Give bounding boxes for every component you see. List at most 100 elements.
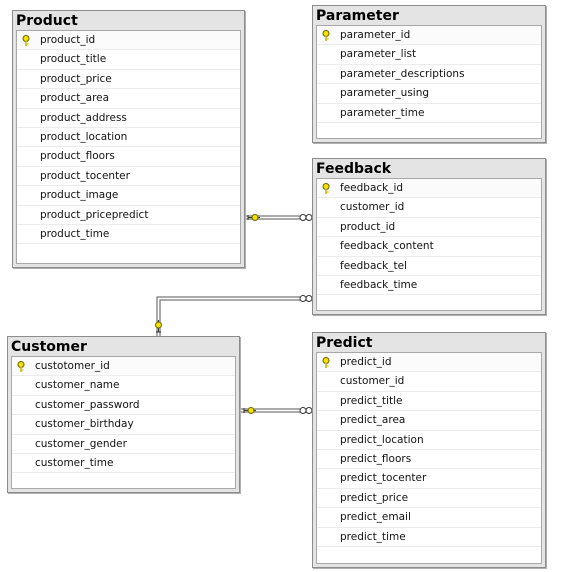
column-name: customer_id (340, 201, 405, 214)
column-row[interactable]: customer_name (12, 376, 235, 396)
one-end-key-icon (155, 320, 162, 333)
column-row[interactable]: product_image (17, 186, 240, 206)
column-row[interactable]: predict_tocenter (317, 469, 541, 489)
column-name: product_address (40, 111, 127, 124)
column-row[interactable]: customer_gender (12, 435, 235, 454)
column-name: product_floors (40, 150, 115, 163)
column-name: parameter_time (340, 106, 425, 119)
column-name: product_id (340, 220, 396, 233)
column-name: predict_floors (340, 452, 412, 465)
many-end-infinity-icon (299, 407, 313, 414)
column-list-predict: predict_id customer_id predict_title pre… (316, 352, 542, 564)
column-row[interactable]: customer_password (12, 396, 235, 416)
column-name: feedback_tel (340, 259, 407, 272)
column-row[interactable]: predict_floors (317, 450, 541, 470)
column-row[interactable]: product_title (17, 50, 240, 70)
table-title-feedback[interactable]: Feedback (316, 161, 392, 177)
column-row[interactable]: feedback_time (317, 276, 541, 296)
column-name: product_tocenter (40, 169, 130, 182)
column-name: custotomer_id (35, 360, 110, 372)
connector-product-feedback (243, 214, 313, 221)
many-end-infinity-icon (299, 214, 313, 221)
column-name: feedback_time (340, 278, 418, 291)
column-row[interactable]: product_tocenter (17, 167, 240, 187)
column-name: predict_area (340, 414, 406, 427)
column-row[interactable]: parameter_list (317, 45, 541, 65)
column-row[interactable]: predict_price (317, 489, 541, 509)
one-end-key-icon (247, 214, 260, 221)
column-row[interactable]: product_id (17, 31, 240, 51)
column-name: customer_time (35, 456, 114, 469)
key-icon (322, 357, 330, 368)
column-list-parameter: parameter_id parameter_list parameter_de… (316, 25, 542, 139)
column-row[interactable]: customer_id (317, 198, 541, 218)
column-row[interactable]: feedback_tel (317, 257, 541, 276)
column-row[interactable]: predict_area (317, 411, 541, 431)
table-title-customer[interactable]: Customer (11, 339, 87, 355)
column-name: predict_price (340, 491, 409, 504)
column-name: customer_gender (35, 437, 127, 450)
column-row[interactable]: predict_id (317, 353, 541, 373)
column-name: product_location (40, 130, 128, 143)
column-name: parameter_id (340, 29, 411, 41)
table-feedback[interactable]: Feedback feedback_id customer_id product… (312, 158, 546, 315)
table-title-parameter[interactable]: Parameter (316, 8, 399, 24)
column-row[interactable]: product_time (17, 225, 240, 245)
column-row[interactable]: feedback_id (317, 179, 541, 199)
table-product[interactable]: Product product_id product_title product… (12, 10, 245, 268)
column-list-feedback: feedback_id customer_id product_id feedb… (316, 178, 542, 311)
column-name: product_time (40, 227, 110, 240)
column-list-customer: custotomer_id customer_name customer_pas… (11, 356, 236, 489)
many-end-infinity-icon (299, 295, 313, 302)
column-name: customer_name (35, 379, 120, 392)
column-name: customer_birthday (35, 418, 134, 431)
column-row[interactable]: product_pricepredict (17, 206, 240, 225)
column-name: predict_id (340, 356, 392, 368)
column-row[interactable]: predict_title (317, 392, 541, 412)
column-row[interactable]: parameter_using (317, 84, 541, 104)
column-name: product_image (40, 189, 119, 202)
column-name: predict_title (340, 394, 403, 407)
table-customer[interactable]: Customer custotomer_id customer_name cus… (7, 336, 240, 493)
column-row[interactable]: customer_id (317, 372, 541, 392)
column-row[interactable]: parameter_descriptions (317, 65, 541, 85)
column-row[interactable]: product_floors (17, 147, 240, 167)
column-row[interactable]: customer_birthday (12, 415, 235, 435)
column-name: parameter_list (340, 48, 417, 61)
column-row[interactable]: predict_location (317, 431, 541, 450)
connector-customer-predict (239, 407, 313, 414)
column-row[interactable]: product_area (17, 89, 240, 109)
key-icon (17, 361, 25, 372)
column-name: product_title (40, 53, 107, 66)
column-name: product_price (40, 72, 112, 85)
column-row[interactable]: parameter_time (317, 104, 541, 123)
one-end-key-icon (243, 407, 256, 414)
column-row[interactable]: custotomer_id (12, 357, 235, 377)
key-icon (322, 30, 330, 41)
table-parameter[interactable]: Parameter parameter_id parameter_list pa… (312, 5, 546, 143)
table-title-predict[interactable]: Predict (316, 335, 373, 351)
column-name: product_pricepredict (40, 208, 149, 221)
column-name: feedback_content (340, 240, 434, 253)
column-row[interactable]: product_address (17, 109, 240, 128)
column-row[interactable]: parameter_id (317, 26, 541, 46)
key-icon (322, 183, 330, 194)
column-name: predict_time (340, 530, 406, 543)
table-title-product[interactable]: Product (16, 13, 78, 29)
column-row[interactable]: feedback_content (317, 237, 541, 257)
column-row[interactable]: predict_time (317, 528, 541, 547)
column-name: predict_email (340, 511, 411, 524)
column-row[interactable]: customer_time (12, 454, 235, 474)
column-row[interactable]: predict_email (317, 508, 541, 528)
column-name: parameter_using (340, 87, 430, 100)
key-icon (22, 35, 30, 46)
table-predict[interactable]: Predict predict_id customer_id predict_t… (312, 332, 546, 568)
column-name: feedback_id (340, 182, 404, 194)
column-row[interactable]: product_location (17, 128, 240, 148)
column-list-product: product_id product_title product_price p… (16, 30, 241, 264)
column-row[interactable]: product_price (17, 70, 240, 90)
column-name: product_id (40, 34, 96, 46)
column-row[interactable]: product_id (317, 218, 541, 238)
column-name: customer_password (35, 398, 140, 411)
column-name: customer_id (340, 375, 405, 388)
